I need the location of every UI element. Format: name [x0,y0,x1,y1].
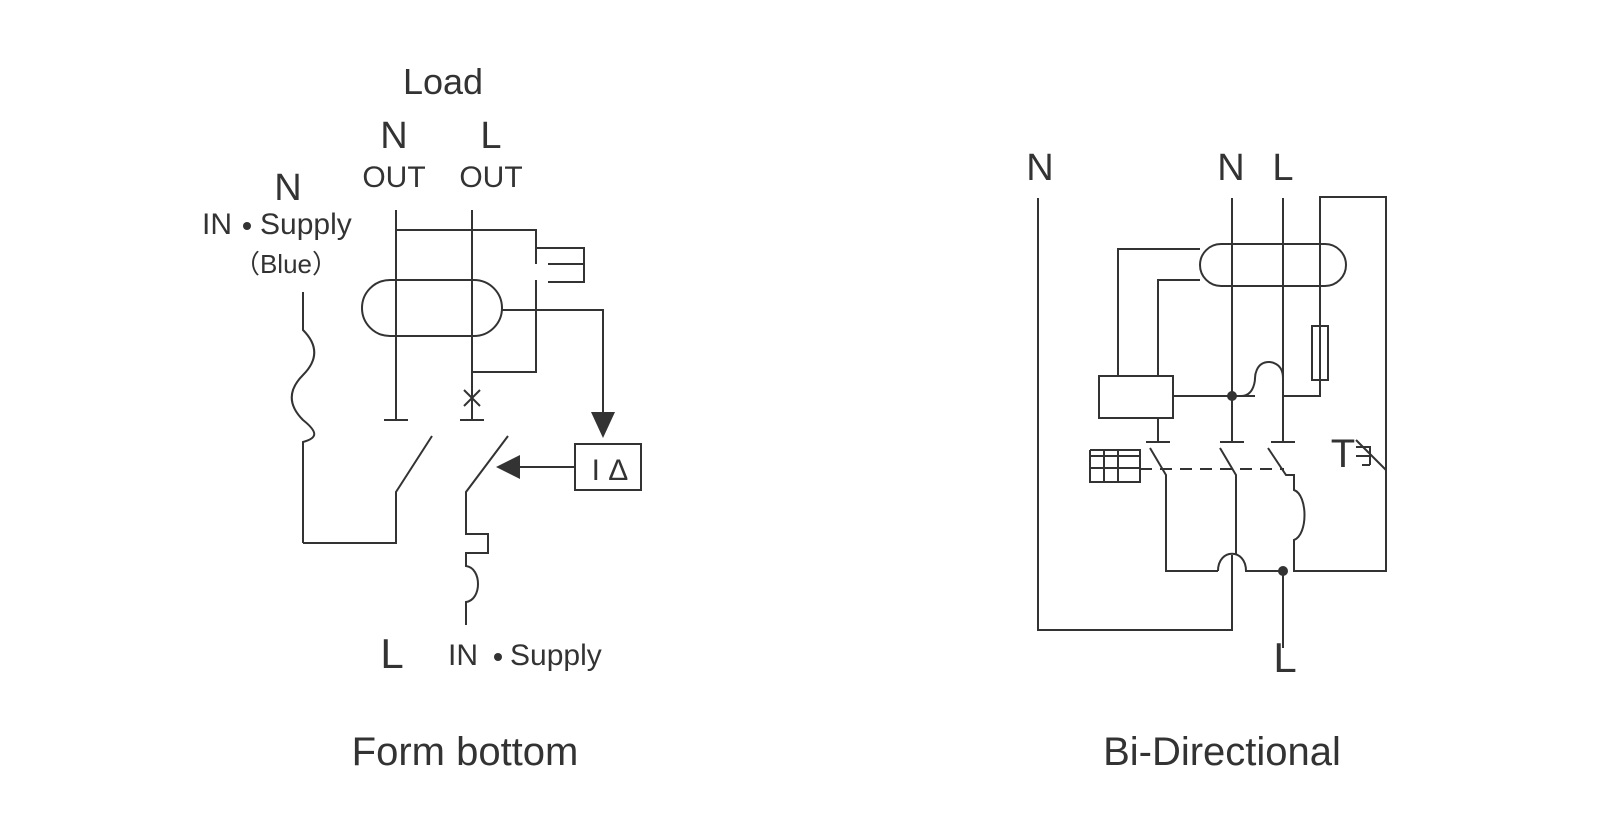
n-in-color-note: （Blue） [234,249,338,279]
current-transformer-core [1199,243,1347,287]
test-circuit-top [396,229,537,264]
load-label: Load [403,61,483,102]
coil-lead-2 [1157,279,1200,376]
test-button-label: T [1331,432,1355,476]
bi-directional-diagram: N N L L T Bi-Directional [1026,147,1387,774]
outer-neutral-loop [1037,198,1233,631]
l-conductor-top [1240,198,1284,397]
l-conductor [1271,378,1295,443]
l-out-conductor [460,210,484,421]
n-top-label: N [1217,147,1244,189]
l-in-label: IN [448,639,478,672]
trip-relay [1098,375,1174,419]
test-button-icon [1355,439,1387,471]
sense-arrow-icon [591,412,615,438]
switch-contact-3 [1267,440,1387,572]
test-button-icon [536,247,585,283]
sense-line [502,309,604,412]
l-top-label: L [1272,147,1293,189]
n-out-label: OUT [362,161,425,194]
n-in-supply-label: Supply [260,208,352,241]
n-out-letter: N [380,115,407,157]
l-in-dot [494,653,502,661]
form-bottom-diagram: Load N L OUT OUT N IN Supply （Blue） L IN… [202,61,642,774]
n-in-label: IN [202,208,232,241]
n-left-label: N [1026,147,1053,189]
n-in-dot [243,222,251,230]
l-bottom-label: L [1273,634,1296,681]
actuator-icon [1089,449,1141,483]
n-out-conductor [384,210,408,421]
bottom-rail-crossing [1217,552,1283,572]
relay-stub [1146,418,1170,443]
n-in-wire [290,292,316,543]
n-contact [303,435,433,544]
l-out-letter: L [480,115,501,157]
trip-arrow-icon [496,455,520,479]
switch-contact-2 [1219,447,1237,555]
l-out-label: OUT [459,161,522,194]
l-contact-and-coil [465,435,509,625]
relay-label: I Δ [592,454,629,487]
test-circuit-return [472,280,537,373]
l-in-letter: L [380,630,403,677]
coil-lead-1 [1117,248,1200,376]
resistor-lead [1283,326,1321,397]
n-in-letter: N [274,167,301,209]
l-in-supply-label: Supply [510,639,602,672]
current-transformer-core [361,279,503,337]
form-bottom-caption: Form bottom [352,730,579,774]
switch-contact-1 [1149,447,1218,572]
bi-directional-caption: Bi-Directional [1103,730,1341,774]
n-conductor [1220,198,1244,443]
trip-cross [463,389,481,407]
test-circuit [1319,196,1387,440]
